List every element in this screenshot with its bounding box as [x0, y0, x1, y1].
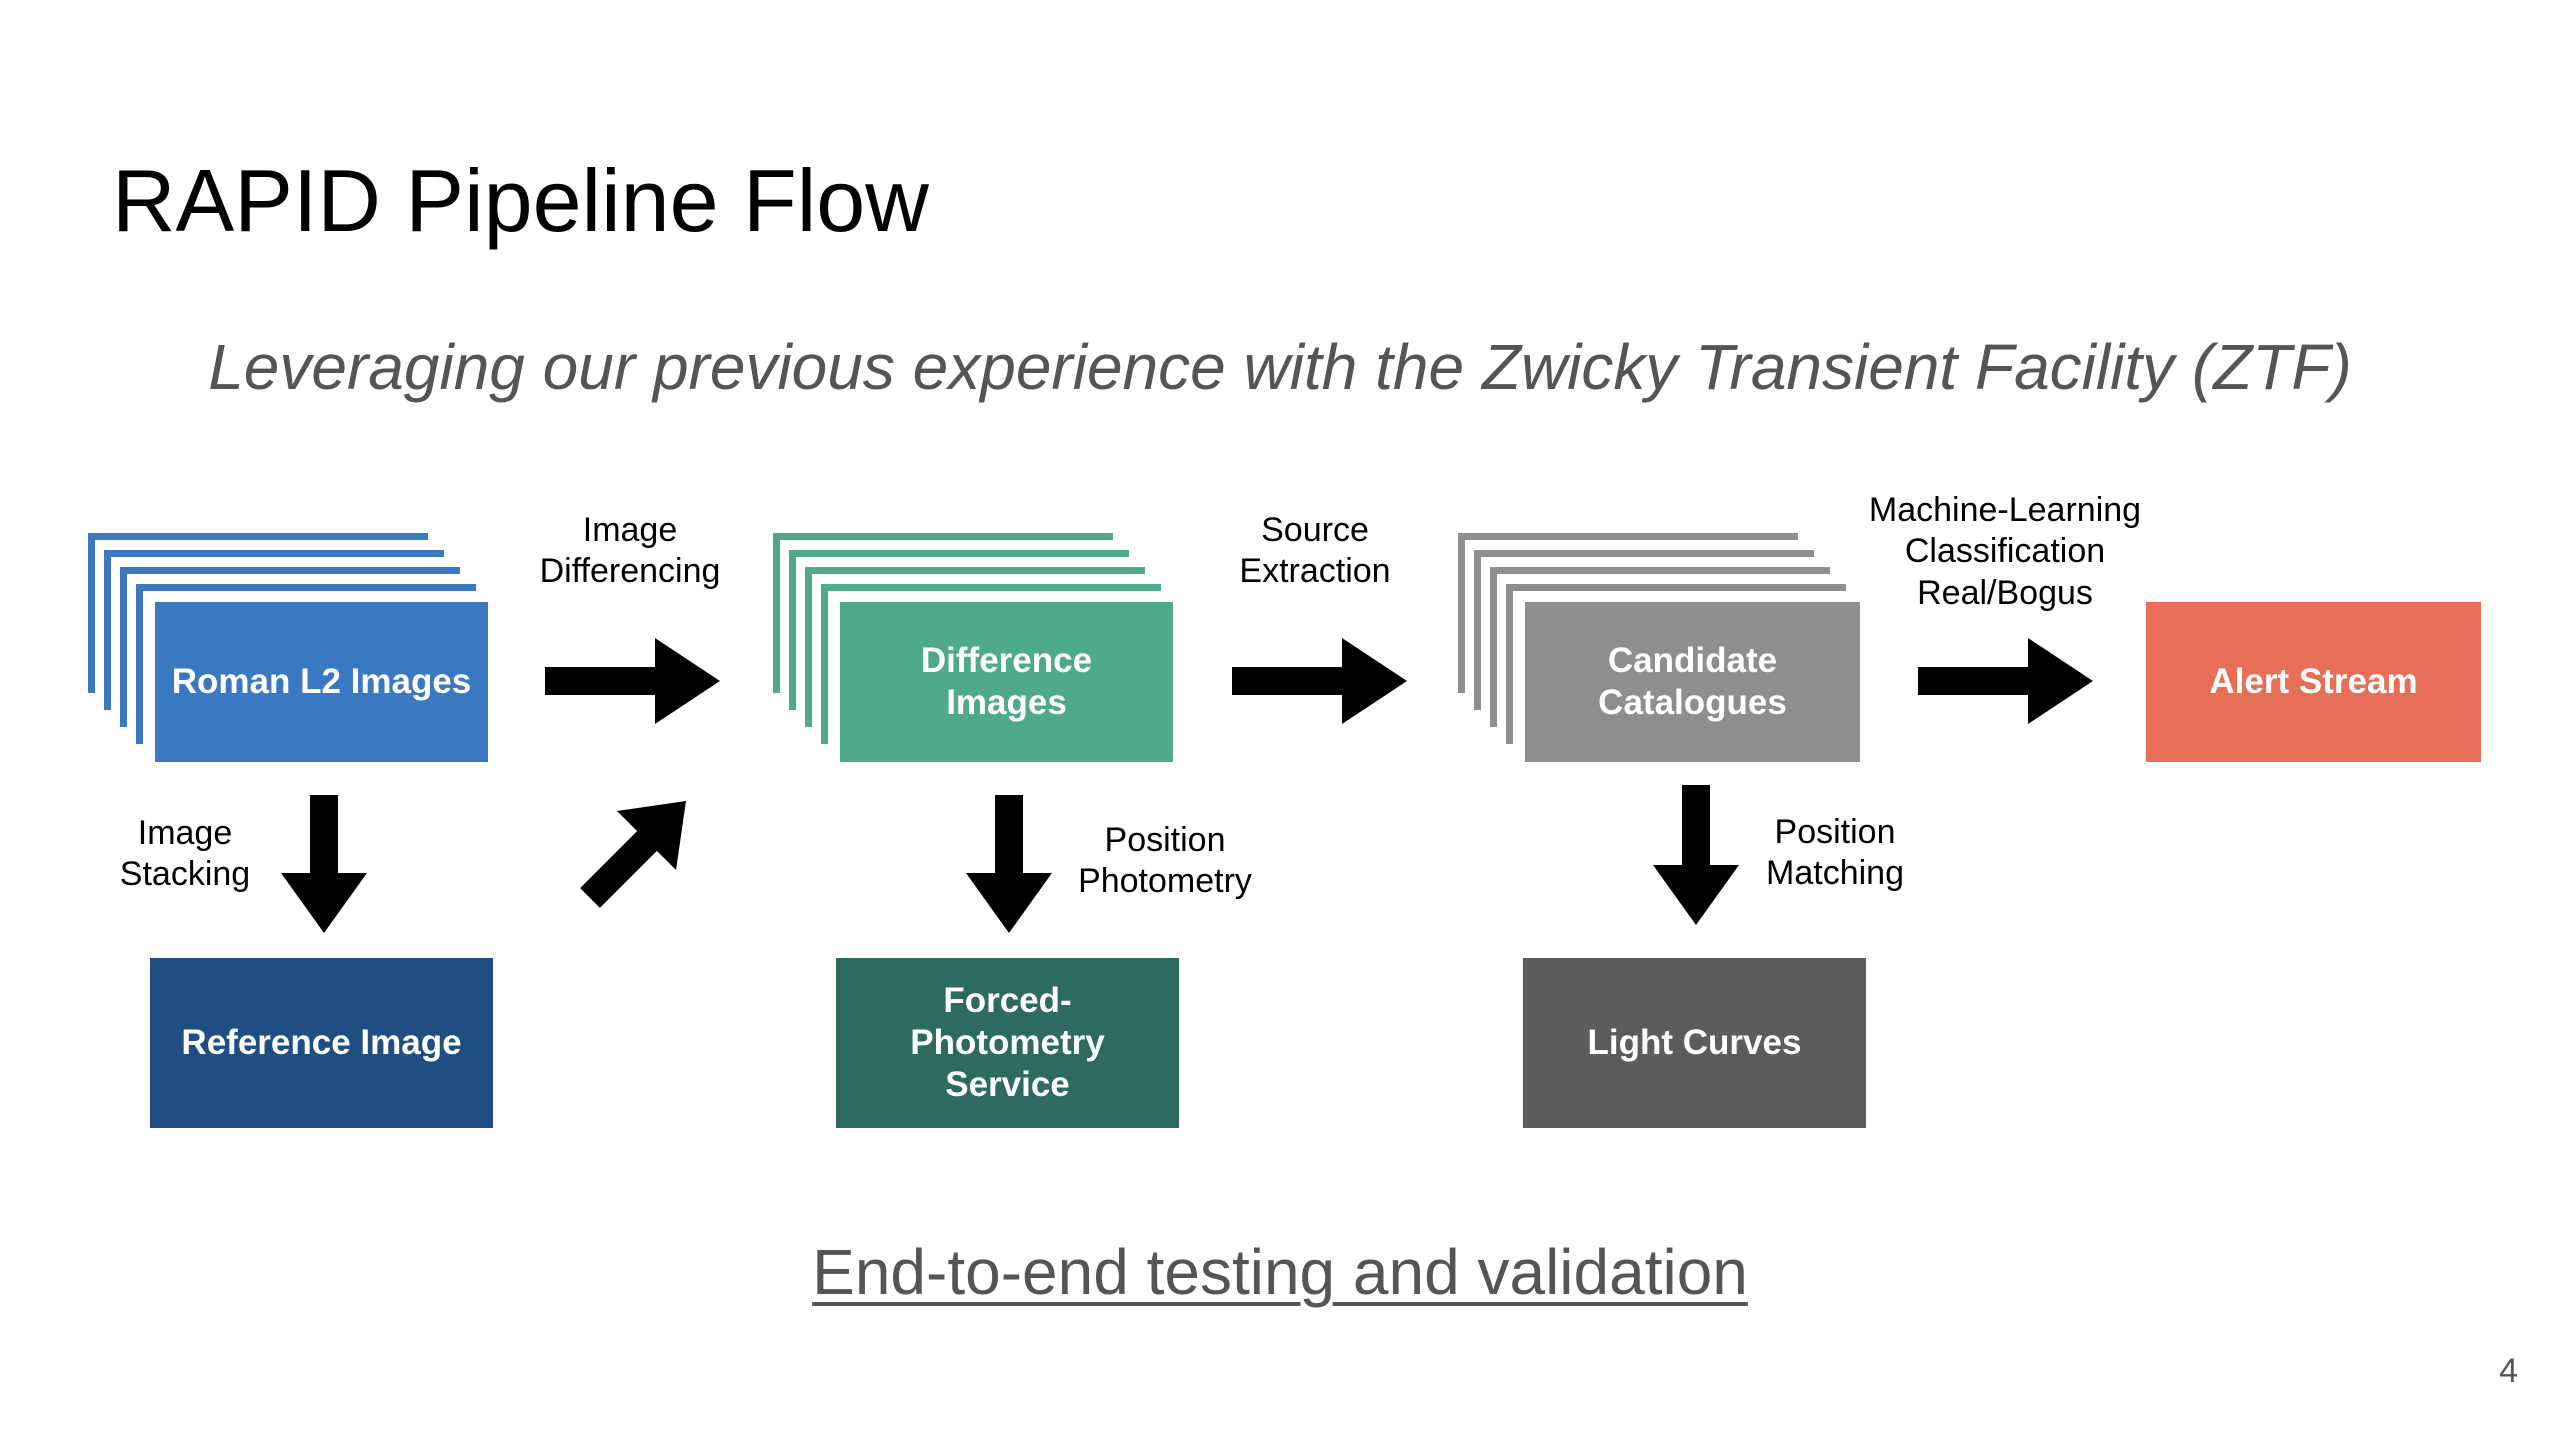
label-line: Photometry — [1078, 862, 1252, 901]
reference-image-box: Reference Image — [150, 958, 493, 1128]
candidate-catalogues-label: Candidate Catalogues — [1598, 641, 1787, 722]
arrow-right-icon — [1232, 638, 1407, 724]
ml-classification-label: Machine-Learning Classification Real/Bog… — [1855, 490, 2155, 614]
reference-image-label: Reference Image — [181, 1023, 462, 1062]
difference-images-label: Difference Images — [920, 641, 1093, 722]
forced-photometry-box: Forced-Photometry Service — [836, 958, 1179, 1128]
candidate-catalogues-box: Candidate Catalogues — [1525, 602, 1860, 762]
arrow-down-icon — [966, 795, 1052, 933]
source-extraction-label: Source Extraction — [1215, 510, 1415, 593]
image-differencing-label: Image Differencing — [530, 510, 730, 593]
label-line: Extraction — [1239, 552, 1391, 591]
label-line: Matching — [1766, 854, 1904, 893]
label-line: Stacking — [119, 855, 251, 894]
light-curves-box: Light Curves — [1523, 958, 1866, 1128]
arrow-down-icon — [1653, 785, 1739, 925]
end-to-end-testing-link[interactable]: End-to-end testing and validation — [812, 1236, 1748, 1308]
label-line: Image — [582, 511, 678, 549]
label-line: Position — [1774, 813, 1896, 851]
label-line: Differencing — [539, 552, 721, 591]
roman-l2-images-label: Roman L2 Images — [171, 662, 472, 701]
label-line: Position — [1104, 821, 1226, 859]
label-line: Image — [137, 814, 233, 852]
slide-subtitle: Leveraging our previous experience with … — [208, 331, 2352, 403]
roman-l2-images-box: Roman L2 Images — [155, 602, 488, 762]
light-curves-label: Light Curves — [1587, 1023, 1802, 1062]
label-line: Classification — [1904, 532, 2106, 571]
arrow-down-icon — [281, 795, 367, 933]
page-number: 4 — [2499, 1352, 2518, 1390]
image-stacking-label: Image Stacking — [95, 813, 275, 896]
arrow-right-icon — [545, 638, 720, 724]
alert-stream-box: Alert Stream — [2146, 602, 2481, 762]
forced-photometry-label: Forced-Photometry Service — [910, 981, 1105, 1104]
label-line: Real/Bogus — [1917, 573, 2093, 612]
difference-images-box: Difference Images — [840, 602, 1173, 762]
slide-title: RAPID Pipeline Flow — [112, 151, 929, 250]
label-line: Machine-Learning — [1868, 491, 2142, 529]
label-line: Source — [1261, 511, 1369, 549]
position-matching-label: Position Matching — [1745, 812, 1925, 895]
arrow-right-icon — [1918, 638, 2093, 724]
alert-stream-label: Alert Stream — [2209, 662, 2418, 701]
arrow-diagonal-icon — [580, 801, 686, 908]
position-photometry-label: Position Photometry — [1065, 820, 1265, 903]
